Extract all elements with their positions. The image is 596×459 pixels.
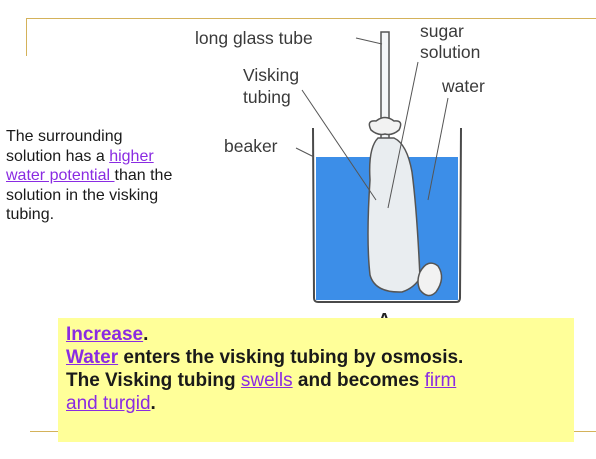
label-visking: Visking: [243, 65, 300, 85]
label-long-glass-tube: long glass tube: [195, 28, 313, 48]
swells-link[interactable]: swells: [240, 370, 293, 391]
firm-link[interactable]: firm: [424, 370, 457, 391]
leader-beaker: [295, 147, 315, 158]
leader-sugar-solution: [387, 61, 419, 209]
label-sugar: sugar: [420, 21, 464, 41]
side-explanation: The surrounding solution has a higher wa…: [6, 127, 176, 225]
note-line-1: Increase.: [66, 323, 566, 346]
frame-top-line: [26, 18, 596, 19]
label-beaker: beaker: [224, 136, 278, 156]
frame-left-line: [26, 18, 27, 56]
note-line-3: The Visking tubing swells and becomes fi…: [66, 369, 566, 392]
note-line-2: Water enters the visking tubing by osmos…: [66, 346, 566, 369]
and-becomes-text: and becomes: [292, 370, 425, 391]
note-line-2-text: enters the visking tubing by osmosis.: [118, 347, 464, 368]
label-solution: solution: [420, 42, 481, 62]
leader-long-glass-tube: [355, 37, 383, 45]
side-text-after: than the solution in the visking tubing.: [6, 167, 173, 223]
osmosis-diagram: long glass tube sugar solution Visking t…: [180, 10, 500, 340]
tubing-twist: [417, 262, 443, 297]
osmosis-apparatus-drawing: [295, 31, 462, 303]
beaker-outline: [312, 127, 462, 303]
increase-link[interactable]: Increase: [66, 324, 144, 345]
higher-water-potential-link[interactable]: higher water potential: [6, 147, 154, 185]
side-text-before: The surrounding solution has a: [6, 128, 123, 165]
leader-water: [427, 97, 449, 201]
increase-period: .: [143, 324, 149, 345]
note-line-3-start: The Visking tubing: [66, 370, 241, 391]
label-water: water: [442, 76, 485, 96]
label-tubing: tubing: [243, 87, 291, 107]
water-link[interactable]: Water: [66, 347, 119, 368]
tubing-tie: [368, 116, 402, 136]
explanation-box: Increase. Water enters the visking tubin…: [58, 318, 574, 442]
visking-tubing-bag: [367, 137, 421, 293]
note-line-4: and turgid.: [66, 392, 566, 415]
turgid-link[interactable]: and turgid: [66, 393, 151, 414]
end-period: .: [150, 393, 156, 414]
leader-visking-tubing: [301, 89, 377, 201]
